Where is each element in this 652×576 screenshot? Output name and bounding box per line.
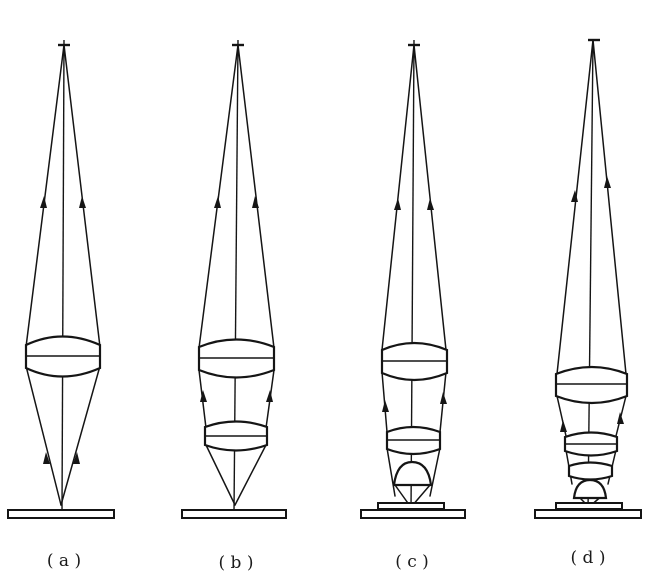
ray-left-upper — [198, 44, 239, 349]
arrow-mid-right — [617, 412, 624, 424]
arrow-up-right — [604, 176, 611, 188]
arrow-up-left — [40, 196, 47, 208]
objective-lens-3 — [567, 461, 614, 481]
panel-b: ( b ) — [181, 39, 287, 573]
specimen-slide — [534, 509, 642, 519]
arrow-mid-right — [440, 392, 447, 404]
arrow-up-left — [571, 190, 578, 202]
ray-left-upper — [25, 44, 65, 348]
arrow-up-right — [427, 198, 434, 210]
panel-a: ( a ) — [7, 39, 115, 571]
optical-axis — [61, 39, 65, 513]
panel-label: ( b ) — [219, 553, 254, 573]
arrow-up-right — [252, 196, 259, 208]
arrow-mid-left — [200, 390, 207, 402]
objective-lens-3-front — [392, 460, 433, 487]
ray-right-upper — [592, 39, 627, 375]
ray-right-lower — [60, 365, 101, 506]
arrow-mid-left — [560, 420, 567, 432]
panel-label: ( a ) — [47, 551, 81, 571]
arrow-mid-left — [382, 400, 389, 412]
panel-c: ( c ) — [360, 39, 466, 572]
arrow-up-right — [79, 196, 86, 208]
objective-lens-1 — [554, 365, 629, 405]
ray-left-upper — [381, 44, 415, 351]
panel-label: ( c ) — [395, 552, 429, 572]
ray-left-lower — [205, 444, 236, 506]
cover-glass — [377, 502, 445, 510]
panel-d: ( d ) — [534, 38, 642, 568]
arrow-mid-right — [73, 452, 80, 464]
arrow-up-left — [214, 196, 221, 208]
ray-right-upper — [237, 44, 275, 349]
ray-right-lower — [234, 444, 267, 506]
ray-left-lower — [25, 365, 62, 506]
cover-glass — [555, 502, 623, 510]
specimen-slide — [181, 509, 287, 519]
ray-right-lower — [429, 447, 441, 497]
ray-left-lower — [386, 447, 396, 497]
objective-lens-4-front — [572, 478, 608, 500]
arrow-mid-right — [266, 390, 273, 402]
arrow-up-left — [394, 198, 401, 210]
ray-left-upper — [556, 39, 594, 375]
panel-label: ( d ) — [571, 548, 606, 568]
specimen-slide — [360, 509, 466, 519]
ray-right-upper — [413, 44, 447, 351]
arrow-mid-left — [43, 452, 50, 464]
specimen-slide — [7, 509, 115, 519]
